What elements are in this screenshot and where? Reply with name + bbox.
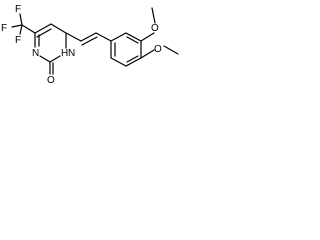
bond-ar-o-top xyxy=(140,32,155,42)
bond-c2-n3 xyxy=(39,55,51,63)
bond-c4-c5 xyxy=(34,23,52,34)
chemical-structure: F F F N H N O O O xyxy=(1,4,179,86)
bond-vinyl-aryl xyxy=(95,32,112,42)
atom-nh-h: H xyxy=(61,48,68,59)
bond-ar-5 xyxy=(110,57,127,67)
atom-n-ring: N xyxy=(32,48,39,59)
bond-cf3-f-left xyxy=(11,24,23,28)
methoxy-groups xyxy=(140,7,179,59)
atom-f-left: F xyxy=(1,23,7,34)
bond-o-top-methyl xyxy=(151,7,156,24)
atom-f-top: F xyxy=(15,4,21,15)
atom-o-methoxy-right: O xyxy=(154,44,162,55)
bond-ar-4 xyxy=(125,57,142,67)
bond-ar-2-inner xyxy=(126,36,139,44)
pyrimidinone-ring xyxy=(34,23,67,75)
bond-ar-o-right xyxy=(140,49,155,59)
bond-cf3-f-bottom xyxy=(19,24,23,35)
bond-ar-2 xyxy=(125,32,142,42)
bond-vinyl-double-inner xyxy=(81,36,98,46)
dimethoxyphenyl-ring xyxy=(110,32,142,67)
atom-o-carbonyl: O xyxy=(47,75,55,86)
bond-cf3-ring xyxy=(21,24,36,34)
atom-f-bottom: F xyxy=(15,35,21,46)
vinyl-linker xyxy=(65,32,112,46)
bond-ar-4-inner xyxy=(126,55,139,63)
atom-nh-n: N xyxy=(68,48,75,59)
bond-ar-1 xyxy=(110,32,127,42)
atom-o-methoxy-top: O xyxy=(151,23,159,34)
bond-n1-c2 xyxy=(49,55,61,63)
bond-c5-c6 xyxy=(50,23,67,34)
bond-cf3-f-top xyxy=(19,13,23,26)
bond-c6-vinyl xyxy=(65,32,82,42)
trifluoromethyl-group xyxy=(11,13,36,35)
bond-o-right-methyl xyxy=(163,45,179,55)
bond-vinyl-double xyxy=(80,32,97,42)
